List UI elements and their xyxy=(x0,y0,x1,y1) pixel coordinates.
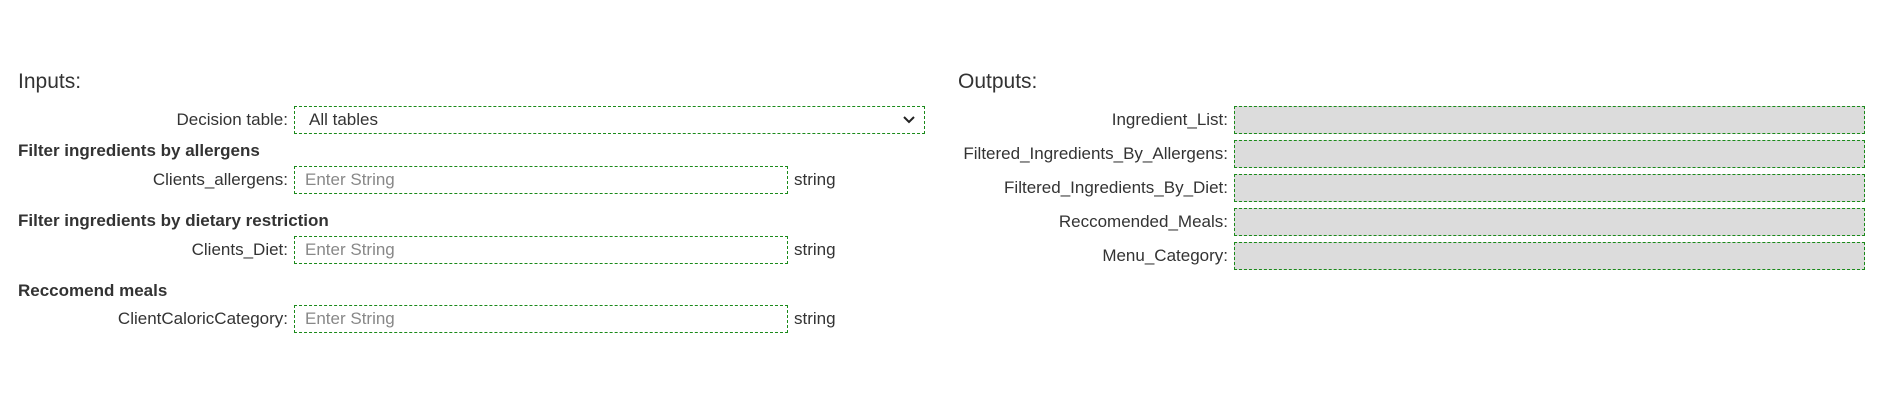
client-caloric-category-label: ClientCaloricCategory: xyxy=(117,309,288,328)
output-field-ingredient-list xyxy=(1234,106,1865,134)
clients-diet-row: Clients_Diet: string xyxy=(0,236,836,264)
decision-table-selected-value: All tables xyxy=(309,110,378,129)
output-row-recommended-meals: Reccomended_Meals: xyxy=(940,208,1865,236)
output-label-filtered-by-diet: Filtered_Ingredients_By_Diet: xyxy=(1004,178,1228,197)
output-label-recommended-meals: Reccomended_Meals: xyxy=(1058,212,1228,231)
clients-allergens-type: string xyxy=(794,170,836,189)
client-caloric-category-type: string xyxy=(794,309,836,328)
clients-diet-input[interactable] xyxy=(294,236,788,264)
clients-allergens-label: Clients_allergens: xyxy=(152,170,288,189)
outputs-title: Outputs: xyxy=(958,70,1038,93)
inputs-title: Inputs: xyxy=(18,70,82,93)
output-row-filtered-by-allergens: Filtered_Ingredients_By_Allergens: xyxy=(940,140,1865,168)
output-row-menu-category: Menu_Category: xyxy=(940,242,1865,270)
client-caloric-category-row: ClientCaloricCategory: string xyxy=(0,305,836,333)
decision-table-row: Decision table: All tables xyxy=(0,106,925,134)
clients-allergens-input[interactable] xyxy=(294,166,788,194)
section-heading-allergens: Filter ingredients by allergens xyxy=(18,141,260,160)
output-field-filtered-by-diet xyxy=(1234,174,1865,202)
section-heading-diet: Filter ingredients by dietary restrictio… xyxy=(18,211,329,230)
output-label-menu-category: Menu_Category: xyxy=(1102,246,1228,265)
output-field-menu-category xyxy=(1234,242,1865,270)
clients-diet-type: string xyxy=(794,240,836,259)
clients-allergens-row: Clients_allergens: string xyxy=(0,166,836,194)
output-label-filtered-by-allergens: Filtered_Ingredients_By_Allergens: xyxy=(963,144,1228,163)
decision-table-label: Decision table: xyxy=(176,110,288,129)
chevron-down-icon xyxy=(902,113,916,127)
client-caloric-category-input[interactable] xyxy=(294,305,788,333)
output-label-ingredient-list: Ingredient_List: xyxy=(1111,110,1228,129)
output-row-filtered-by-diet: Filtered_Ingredients_By_Diet: xyxy=(940,174,1865,202)
output-field-filtered-by-allergens xyxy=(1234,140,1865,168)
output-field-recommended-meals xyxy=(1234,208,1865,236)
output-row-ingredient-list: Ingredient_List: xyxy=(940,106,1865,134)
section-heading-meals: Reccomend meals xyxy=(18,281,168,300)
decision-table-select[interactable]: All tables xyxy=(294,106,925,134)
clients-diet-label: Clients_Diet: xyxy=(191,240,288,259)
